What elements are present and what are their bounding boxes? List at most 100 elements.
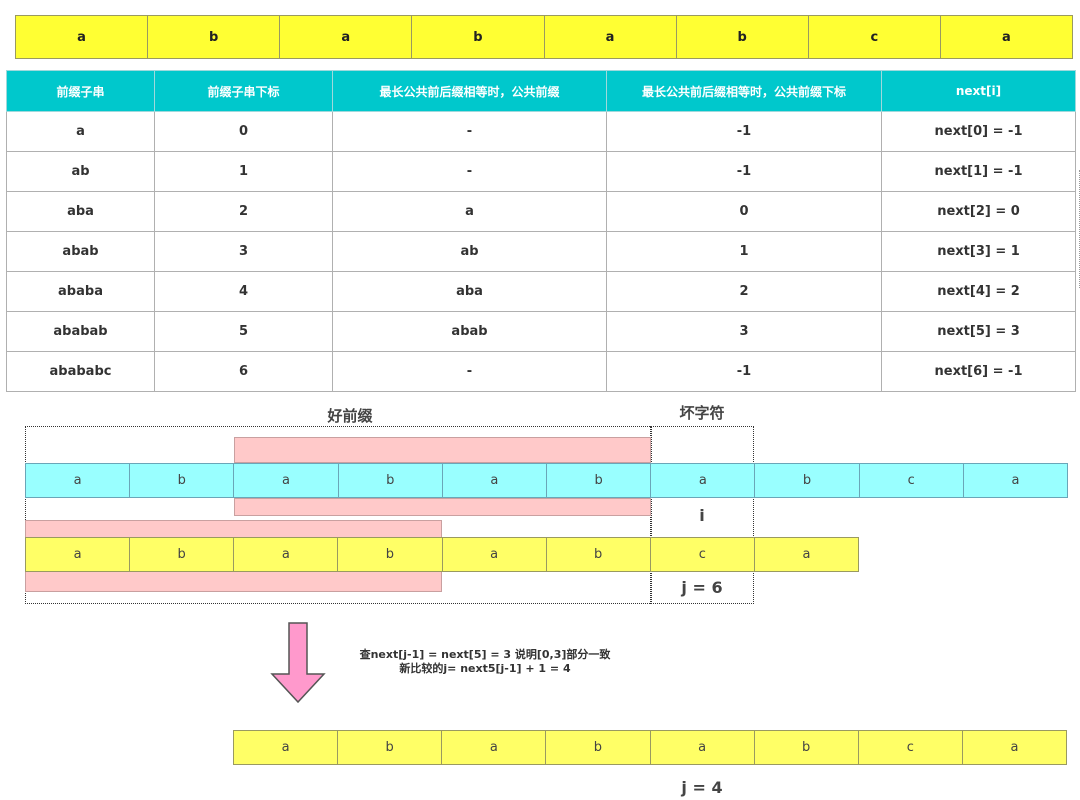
shifted-row-cell: a [961, 730, 1067, 765]
prefix-substring-cell: ababa [6, 271, 155, 312]
text-string-cell: a [279, 15, 413, 59]
note-line-1: 查next[j-1] = next[5] = 3 说明[0,3]部分一致 [359, 648, 611, 661]
next-value-cell: next[4] = 2 [881, 271, 1076, 312]
j-pointer-label: j = 6 [681, 578, 723, 597]
common-prefix-index-cell: -1 [606, 351, 882, 392]
main-row-cell: b [546, 463, 652, 498]
col-common-prefix: 最长公共前后缀相等时，公共前缀 [332, 70, 607, 112]
next-array-table: 前缀子串 前缀子串下标 最长公共前后缀相等时，公共前缀 最长公共前后缀相等时，公… [6, 70, 1076, 392]
prefix-substring-cell: abab [6, 231, 155, 272]
common-prefix-cell: - [332, 151, 607, 192]
i-pointer-label: i [699, 506, 705, 525]
prefix-substring-cell: aba [6, 191, 155, 232]
common-prefix-cell: - [332, 351, 607, 392]
main-row-cell: b [129, 463, 235, 498]
shifted-row-cell: b [337, 730, 443, 765]
prefix-substring-cell: ab [6, 151, 155, 192]
prefix-highlight-bottom [25, 571, 442, 592]
note-line-2: 新比较的j= next5[j-1] + 1 = 4 [399, 662, 571, 675]
common-prefix-cell: abab [332, 311, 607, 352]
shifted-row-cell: b [753, 730, 859, 765]
suffix-highlight-top [234, 437, 651, 463]
text-string-cell: b [675, 15, 809, 59]
shifted-row-cell: a [649, 730, 755, 765]
shifted-row-cell: a [233, 730, 339, 765]
pattern-row-cell: a [753, 537, 859, 572]
common-prefix-cell: aba [332, 271, 607, 312]
col-prefix-substring: 前缀子串 [6, 70, 155, 112]
common-prefix-index-cell: 0 [606, 191, 882, 232]
next-value-cell: next[5] = 3 [881, 311, 1076, 352]
common-prefix-index-cell: 3 [606, 311, 882, 352]
next-value-cell: next[3] = 1 [881, 231, 1076, 272]
prefix-index-cell: 5 [154, 311, 333, 352]
prefix-index-cell: 1 [154, 151, 333, 192]
prefix-highlight-top [25, 520, 442, 538]
prefix-substring-cell: abababc [6, 351, 155, 392]
pattern-row-cell: c [649, 537, 755, 572]
bad-char-label: 坏字符 [679, 404, 725, 422]
prefix-index-cell: 6 [154, 351, 333, 392]
text-string-cell: a [939, 15, 1073, 59]
next-value-cell: next[0] = -1 [881, 111, 1076, 152]
prefix-index-cell: 3 [154, 231, 333, 272]
next-value-cell: next[1] = -1 [881, 151, 1076, 192]
main-row-cell: a [650, 463, 756, 498]
common-prefix-index-cell: 1 [606, 231, 882, 272]
col-prefix-index: 前缀子串下标 [154, 70, 333, 112]
common-prefix-cell: - [332, 111, 607, 152]
main-row-cell: c [858, 463, 964, 498]
common-prefix-index-cell: 2 [606, 271, 882, 312]
col-common-prefix-index: 最长公共前后缀相等时，公共前缀下标 [606, 70, 882, 112]
prefix-index-cell: 0 [154, 111, 333, 152]
main-row-cell: b [337, 463, 443, 498]
col-next: next[i] [881, 70, 1076, 112]
next-value-cell: next[6] = -1 [881, 351, 1076, 392]
text-string-cell: a [543, 15, 677, 59]
table-header-row: 前缀子串 前缀子串下标 最长公共前后缀相等时，公共前缀 最长公共前后缀相等时，公… [6, 70, 1076, 112]
text-string-cell: b [147, 15, 281, 59]
common-prefix-index-cell: -1 [606, 111, 882, 152]
pattern-row-cell: b [337, 537, 443, 572]
main-row-cell: a [233, 463, 339, 498]
pattern-row-cell: b [545, 537, 651, 572]
common-prefix-cell: a [332, 191, 607, 232]
good-prefix-label: 好前缀 [327, 407, 373, 425]
pattern-row-cell: a [441, 537, 547, 572]
main-row-cell: a [441, 463, 548, 498]
suffix-highlight-bottom [234, 498, 651, 516]
prefix-substring-cell: a [6, 111, 155, 152]
next-value-cell: next[2] = 0 [881, 191, 1076, 232]
good-prefix-box [25, 426, 652, 604]
shifted-row-cell: c [857, 730, 963, 765]
text-string-cell: b [411, 15, 545, 59]
prefix-index-cell: 4 [154, 271, 333, 312]
prefix-index-cell: 2 [154, 191, 333, 232]
pattern-row-cell: b [129, 537, 235, 572]
text-string-cell: a [15, 15, 149, 59]
shifted-row-cell: a [441, 730, 547, 765]
common-prefix-cell: ab [332, 231, 607, 272]
main-row-cell: b [754, 463, 860, 498]
j-new-label: j = 4 [681, 778, 723, 797]
pattern-row-cell: a [25, 537, 131, 572]
main-row-cell: a [962, 463, 1069, 498]
main-row-cell: a [25, 463, 131, 498]
down-arrow-icon [270, 622, 326, 704]
text-string-cell: c [807, 15, 941, 59]
explanation-note: 查next[j-1] = next[5] = 3 说明[0,3]部分一致 新比较… [330, 648, 640, 676]
shifted-row-cell: b [545, 730, 651, 765]
prefix-substring-cell: ababab [6, 311, 155, 352]
pattern-row-cell: a [233, 537, 339, 572]
